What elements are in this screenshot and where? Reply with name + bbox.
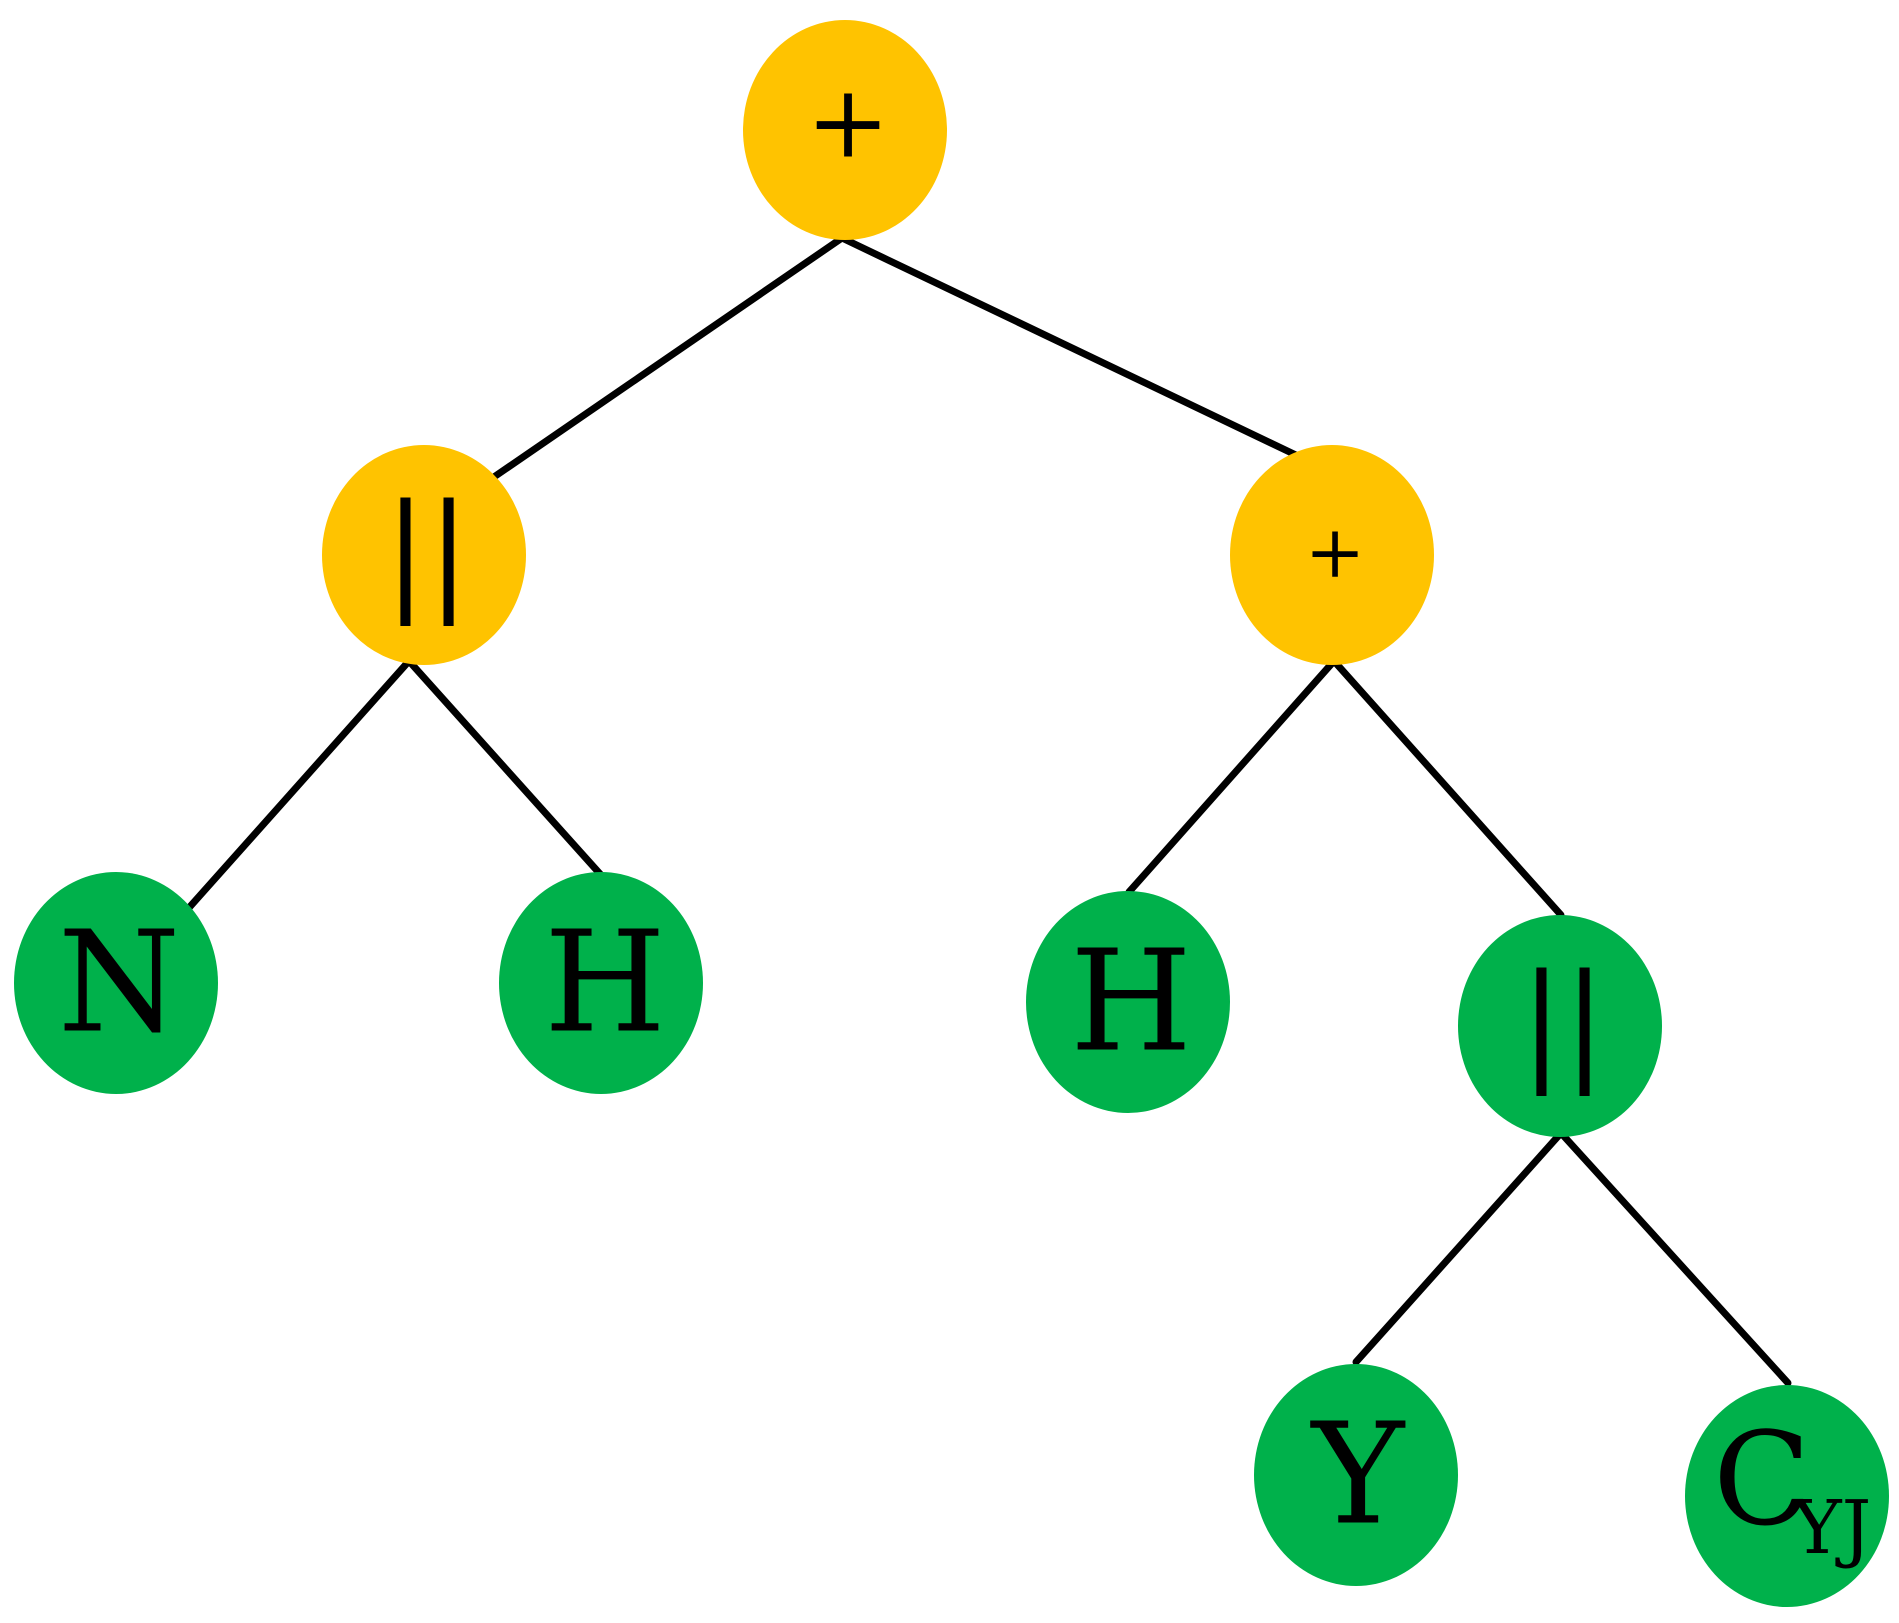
edge-right-sum-to-right-parallel bbox=[1330, 657, 1565, 919]
node-leaf-c: C YJ bbox=[1685, 1385, 1889, 1607]
node-leaf-y-shape bbox=[1254, 1364, 1458, 1586]
node-leaf-h-left-shape bbox=[499, 872, 703, 1094]
edge-root-to-left-parallel bbox=[487, 234, 846, 483]
node-leaf-y-label: Y bbox=[1310, 1394, 1406, 1557]
node-root-shape bbox=[743, 20, 947, 240]
node-leaf-h-right-label: H bbox=[1070, 921, 1192, 1084]
node-right-sum: + bbox=[1230, 445, 1434, 665]
node-leaf-h-right-shape bbox=[1026, 891, 1230, 1113]
edge-left-parallel-to-n bbox=[183, 657, 413, 914]
node-right-sum-label: + bbox=[1305, 510, 1365, 594]
node-left-parallel: || bbox=[322, 445, 526, 665]
node-right-parallel-shape bbox=[1458, 915, 1662, 1137]
node-leaf-n-shape bbox=[14, 872, 218, 1094]
node-leaf-h-right: H bbox=[1026, 891, 1230, 1113]
node-right-parallel: || bbox=[1458, 915, 1662, 1137]
node-root: + bbox=[743, 20, 947, 240]
tree-edges bbox=[183, 234, 1792, 1387]
node-leaf-n-label: N bbox=[58, 902, 181, 1065]
node-leaf-y: Y bbox=[1254, 1364, 1458, 1586]
node-leaf-c-label: C bbox=[1713, 1406, 1811, 1555]
node-right-sum-shape bbox=[1230, 445, 1434, 665]
edge-left-parallel-to-h-left bbox=[405, 657, 605, 879]
node-leaf-c-subscript: YJ bbox=[1792, 1485, 1872, 1571]
node-right-parallel-label: || bbox=[1520, 948, 1606, 1097]
edge-root-to-right-sum bbox=[838, 234, 1302, 460]
edge-right-sum-to-h-right bbox=[1125, 657, 1338, 896]
tree-nodes: + || + N H H || bbox=[14, 20, 1889, 1607]
node-leaf-c-shape bbox=[1685, 1385, 1889, 1607]
node-leaf-h-left: H bbox=[499, 872, 703, 1094]
node-left-parallel-shape bbox=[322, 445, 526, 665]
edge-right-parallel-to-y bbox=[1352, 1129, 1565, 1366]
edge-right-parallel-to-c bbox=[1557, 1129, 1792, 1387]
node-left-parallel-label: || bbox=[384, 478, 470, 627]
node-leaf-h-left-label: H bbox=[544, 902, 666, 1065]
node-leaf-n: N bbox=[14, 872, 218, 1094]
node-root-label: + bbox=[806, 64, 890, 181]
